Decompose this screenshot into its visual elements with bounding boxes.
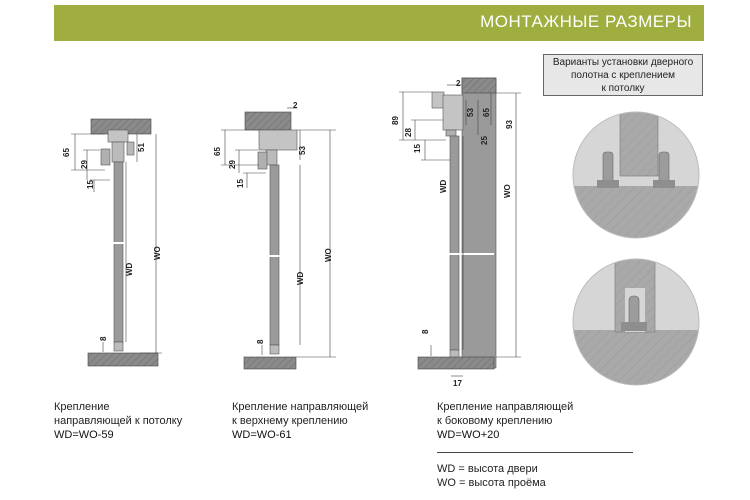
- dim-a: 65: [213, 147, 222, 156]
- caption-top-bracket-mount: Крепление направляющей к верхнему крепле…: [232, 400, 368, 442]
- dim-wd: WD: [125, 262, 134, 276]
- dim-d: 51: [137, 143, 146, 152]
- dim-b: 29: [80, 160, 89, 169]
- dim-top: 2: [456, 79, 461, 88]
- figure-ceiling-mount: 65 29 15 51 WD WO 8: [62, 118, 162, 367]
- figure-top-bracket-mount: 2 65 29 15 53 WD WO 8: [213, 101, 336, 370]
- legend-wd: WD = высота двери: [437, 463, 538, 475]
- caption-formula: WD=WO-61: [232, 429, 292, 441]
- dim-top: 2: [293, 101, 298, 110]
- dim-wo: WO: [503, 184, 512, 198]
- variants-box: Варианты установки дверного полотна с кр…: [543, 54, 703, 96]
- dim-b: 29: [228, 160, 237, 169]
- caption-formula: WD=WO-59: [54, 429, 114, 441]
- caption-line-1: Крепление: [54, 401, 110, 413]
- header-banner: МОНТАЖНЫЕ РАЗМЕРЫ: [54, 5, 704, 41]
- caption-formula: WD=WO+20: [437, 429, 500, 441]
- legend: WD = высота двери WO = высота проёма: [437, 462, 546, 490]
- caption-ceiling-mount: Крепление направляющей к потолку WD=WO-5…: [54, 400, 182, 442]
- figure-side-bracket-mount: 2 89 28 15 53 65 93 25 WD WO 8 17: [391, 77, 521, 388]
- dim-bottom: 17: [453, 379, 462, 388]
- dim-d: 53: [466, 108, 475, 117]
- caption-side-bracket-mount: Крепление направляющей к боковому крепле…: [437, 400, 573, 442]
- caption-line-2: к боковому креплению: [437, 415, 553, 427]
- dim-a: 65: [62, 148, 71, 157]
- dim-f: 65: [482, 108, 491, 117]
- dim-e: 8: [421, 329, 430, 334]
- caption-line-1: Крепление направляющей: [232, 401, 369, 413]
- caption-line-1: Крепление направляющей: [437, 401, 574, 413]
- variants-line-3: к потолку: [601, 83, 645, 94]
- legend-divider: [437, 452, 633, 453]
- detail-circle-bottom: [572, 258, 700, 386]
- detail-circle-top: [572, 111, 700, 239]
- dim-wo: WO: [153, 246, 162, 260]
- caption-line-2: к верхнему креплению: [232, 415, 348, 427]
- dim-c: 15: [86, 180, 95, 189]
- dim-e: 8: [99, 336, 108, 341]
- dim-c: 15: [236, 179, 245, 188]
- dim-c: 15: [413, 144, 422, 153]
- dim-wo: WO: [324, 248, 333, 262]
- dim-wd: WD: [296, 271, 305, 285]
- caption-line-2: направляющей к потолку: [54, 415, 183, 427]
- variants-line-1: Варианты установки дверного: [552, 57, 694, 68]
- dim-d: 53: [298, 146, 307, 155]
- legend-wo: WO = высота проёма: [437, 477, 546, 489]
- dim-g: 93: [505, 120, 514, 129]
- dim-a: 89: [391, 116, 400, 125]
- dim-h: 25: [480, 136, 489, 145]
- variants-line-2: полотна с креплением: [570, 70, 676, 81]
- dim-e: 8: [256, 339, 265, 344]
- dim-wd: WD: [439, 179, 448, 193]
- page-title: МОНТАЖНЫЕ РАЗМЕРЫ: [480, 12, 692, 31]
- dim-b: 28: [404, 128, 413, 137]
